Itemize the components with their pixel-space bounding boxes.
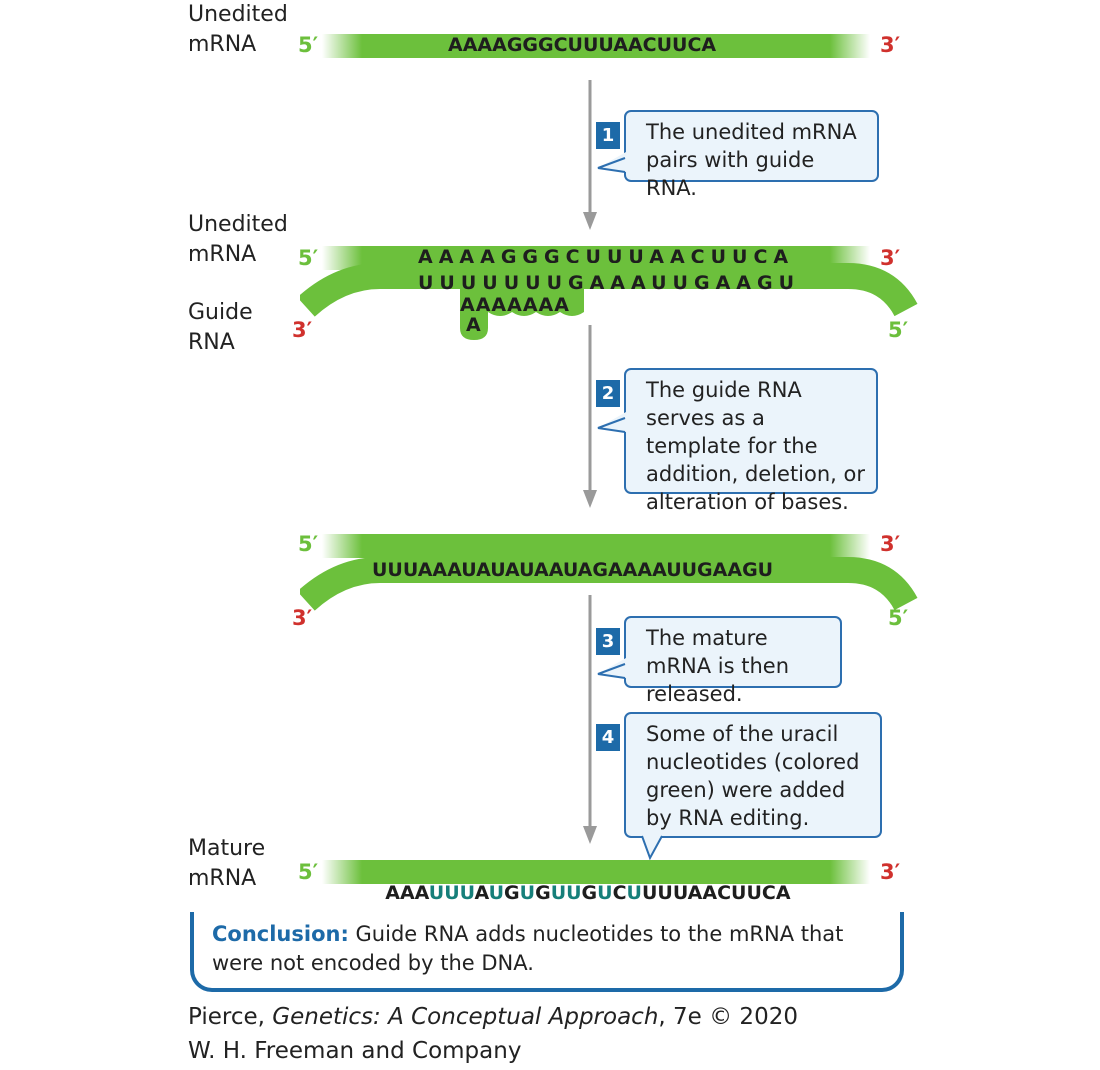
step-2-pointer (597, 412, 626, 433)
seq-part: UUUAACUUCA (641, 882, 791, 904)
step-1-callout: The unedited mRNA pairs with guide RNA. (624, 110, 879, 200)
guide-rna-sequence: UUUUUUUGAAAUUGAAGU (418, 272, 801, 294)
five-prime-end: 5′ (298, 33, 319, 57)
seq-part: AAA (385, 882, 429, 904)
step-3-pointer (597, 658, 626, 679)
conclusion-box: Conclusion: Guide RNA adds nucleotides t… (190, 912, 904, 992)
three-prime-end: 3′ (292, 318, 313, 342)
five-prime-end: 5′ (298, 860, 319, 884)
five-prime-end: 5′ (888, 318, 909, 342)
added-uracil: UUU (428, 882, 475, 904)
credit-publisher: W. H. Freeman and Company (188, 1038, 522, 1064)
seq-part: C (612, 882, 627, 904)
seq-part: A (474, 882, 489, 904)
process-arrow (583, 80, 597, 844)
unedited-mrna-label-1: Unedited mRNA (188, 2, 288, 57)
step-3-callout: The mature mRNA is then released. (624, 616, 842, 706)
added-uracil: U (488, 882, 505, 904)
five-prime-end: 5′ (298, 532, 319, 556)
added-uracil: U (597, 882, 613, 904)
step-1-pointer (597, 152, 626, 173)
mature-mrna-sequence: AAAUUUAUGUGUUGUCUUUUAACUUCA (372, 860, 791, 904)
conclusion-text: Guide RNA adds nucleotides to the mRNA t… (212, 922, 844, 975)
mature-mrna-label: Mature mRNA (188, 836, 266, 891)
source-credit: Pierce, Genetics: A Conceptual Approach,… (188, 1000, 798, 1068)
three-prime-end: 3′ (880, 246, 901, 270)
step-2-callout: The guide RNA serves as a template for t… (624, 368, 878, 514)
three-prime-end: 3′ (880, 860, 901, 884)
seq-part: G (504, 882, 520, 904)
guide-rna-strand (300, 263, 918, 340)
step-3-text: The mature mRNA is then released. (646, 626, 790, 706)
unedited-mrna-strand (322, 34, 870, 58)
step-4-callout: Some of the uracil nucleotides (colored … (624, 712, 882, 838)
added-uracil: U (626, 882, 642, 904)
guide-rna-strand-edited (300, 557, 918, 611)
step-3-number: 3 (596, 628, 620, 655)
unedited-mrna-label-2: Unedited mRNA (188, 212, 288, 267)
seq-part: G (535, 882, 551, 904)
three-prime-end: 3′ (292, 606, 313, 630)
step-2-number: 2 (596, 380, 620, 407)
step-1-text: The unedited mRNA pairs with guide RNA. (646, 120, 857, 200)
credit-title: Genetics: A Conceptual Approach (272, 1004, 659, 1030)
credit-edition: , 7e © 2020 (658, 1004, 798, 1030)
step-1-number: 1 (596, 122, 620, 149)
guide-rna-loop-extra: A (466, 314, 481, 336)
guide-rna-label: Guide RNA (188, 300, 253, 355)
edited-mrna-strand (322, 534, 870, 558)
guide-rna-loop-sequence: AAAAAAA (460, 294, 570, 316)
unedited-mrna-sequence: AAAAGGGCUUUAACUUCA (418, 246, 795, 268)
added-uracil: U (519, 882, 536, 904)
five-prime-end: 5′ (298, 246, 319, 270)
conclusion-lead: Conclusion: (212, 922, 349, 946)
three-prime-end: 3′ (880, 33, 901, 57)
added-uracil: UU (550, 882, 582, 904)
unedited-mrna-sequence: AAAAGGGCUUUAACUUCA (448, 34, 717, 56)
credit-author: Pierce, (188, 1004, 273, 1030)
edited-guide-sequence: UUUAAAUAUAUAAUAGAAAAUUGAAGU (372, 559, 774, 581)
step-4-text: Some of the uracil nucleotides (colored … (646, 722, 860, 830)
five-prime-end: 5′ (888, 606, 909, 630)
three-prime-end: 3′ (880, 532, 901, 556)
mature-mrna-strand (322, 860, 870, 884)
step-4-number: 4 (596, 724, 620, 751)
step-2-text: The guide RNA serves as a template for t… (646, 378, 866, 514)
step-4-pointer (641, 835, 663, 861)
seq-part: G (581, 882, 598, 904)
